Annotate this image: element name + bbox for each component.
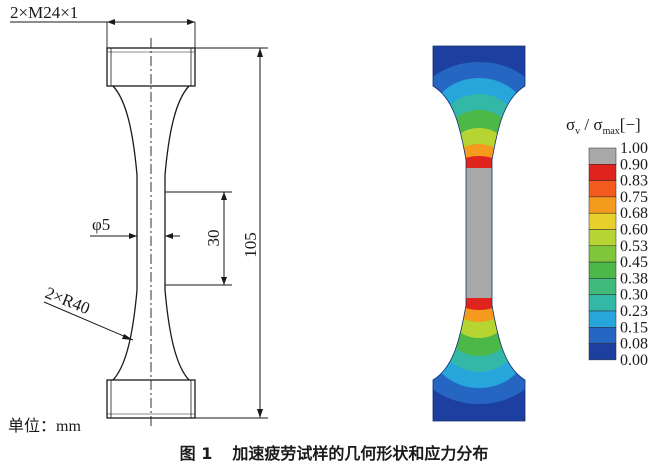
legend-tick-label: 0.30: [620, 287, 648, 304]
color-legend: σv / σmax[−] 1.000.900.830.750.680.600.5…: [566, 115, 648, 369]
legend-swatch: [588, 261, 617, 279]
legend-swatch: [588, 245, 617, 263]
legend-swatch: [588, 212, 617, 230]
legend-swatch: [588, 147, 617, 165]
legend-swatch: [588, 327, 617, 344]
legend-tick-label: 0.15: [620, 319, 648, 336]
total-length-label: 105: [241, 232, 260, 258]
specimen-outline-left: [112, 85, 138, 381]
legend-tick-label: 0.53: [620, 238, 648, 255]
unit-note: 单位：mm: [8, 416, 81, 435]
legend-tick-label: 0.75: [620, 189, 648, 206]
legend-title: σv / σmax[−]: [566, 115, 641, 137]
legend-swatch: [588, 229, 617, 247]
specimen-outline-right: [164, 85, 190, 381]
legend-swatch: [588, 294, 617, 312]
legend-tick-label: 0.90: [620, 156, 648, 173]
legend-swatch: [588, 278, 617, 295]
figure-caption: 图 1 加速疲劳试样的几何形状和应力分布: [0, 440, 668, 464]
stress-contour-specimen: [433, 46, 525, 421]
legend-tick-label: 0.68: [620, 205, 648, 222]
legend-swatch: [588, 196, 617, 214]
legend-tick-label: 0.60: [620, 222, 648, 239]
legend-tick-label: 0.00: [620, 352, 648, 369]
figure-number: 图 1: [179, 444, 213, 463]
diameter-label: φ5: [92, 215, 110, 234]
legend-tick-label: 0.83: [620, 173, 648, 190]
legend-swatch: [588, 180, 617, 198]
legend-swatch: [588, 310, 617, 328]
gauge-length-label: 30: [204, 230, 223, 247]
thread-dimension-label: 2×M24×1: [10, 3, 78, 22]
legend-swatch: [588, 164, 617, 181]
legend-swatch: [588, 343, 617, 361]
legend-tick-label: 0.23: [620, 303, 648, 320]
dimension-arrows: [107, 19, 263, 418]
legend-tick-label: 0.38: [620, 270, 648, 287]
legend-tick-label: 0.08: [620, 336, 648, 353]
legend-tick-label: 0.45: [620, 254, 648, 271]
fillet-label: 2×R40: [43, 283, 93, 318]
legend-tick-label: 1.00: [620, 140, 648, 157]
technical-drawing: [10, 21, 268, 426]
figure-title: 加速疲劳试样的几何形状和应力分布: [232, 444, 489, 463]
